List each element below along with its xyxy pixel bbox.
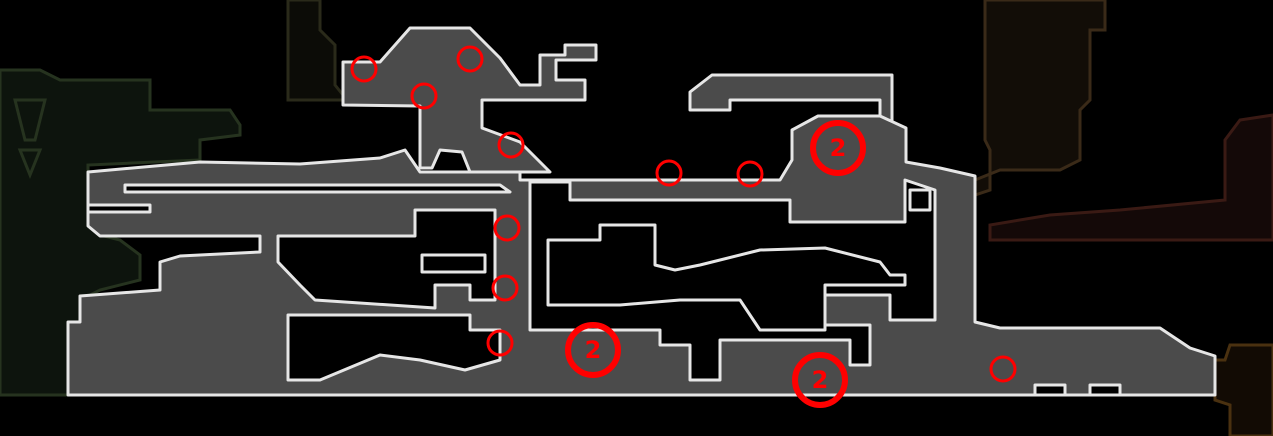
pin-marker[interactable]	[350, 55, 378, 83]
pin-marker[interactable]	[989, 355, 1017, 383]
pin-marker[interactable]	[655, 159, 683, 187]
pin-marker[interactable]	[456, 45, 484, 73]
pin-marker[interactable]	[497, 131, 525, 159]
pin-marker[interactable]	[410, 82, 438, 110]
marker-count-label: 2	[585, 336, 602, 364]
adjacent-area-bottom-right	[1213, 343, 1273, 436]
room-top-cluster	[341, 26, 598, 174]
pin-marker[interactable]	[491, 274, 519, 302]
marker-count-label: 2	[812, 366, 829, 394]
adjacent-area-right	[988, 113, 1273, 242]
multi-pin-marker[interactable]: 2	[792, 352, 848, 408]
multi-pin-marker[interactable]: 2	[565, 322, 621, 378]
adjacent-area-top-left	[286, 0, 345, 102]
pin-marker[interactable]	[493, 214, 521, 242]
adjacent-area-top-right	[973, 0, 1107, 198]
pin-marker[interactable]	[486, 329, 514, 357]
pin-markers: 2 2 2	[350, 45, 1017, 408]
pin-marker[interactable]	[736, 160, 764, 188]
marker-count-label: 2	[830, 134, 847, 162]
walls	[86, 178, 1122, 397]
multi-pin-marker[interactable]: 2	[810, 120, 866, 176]
